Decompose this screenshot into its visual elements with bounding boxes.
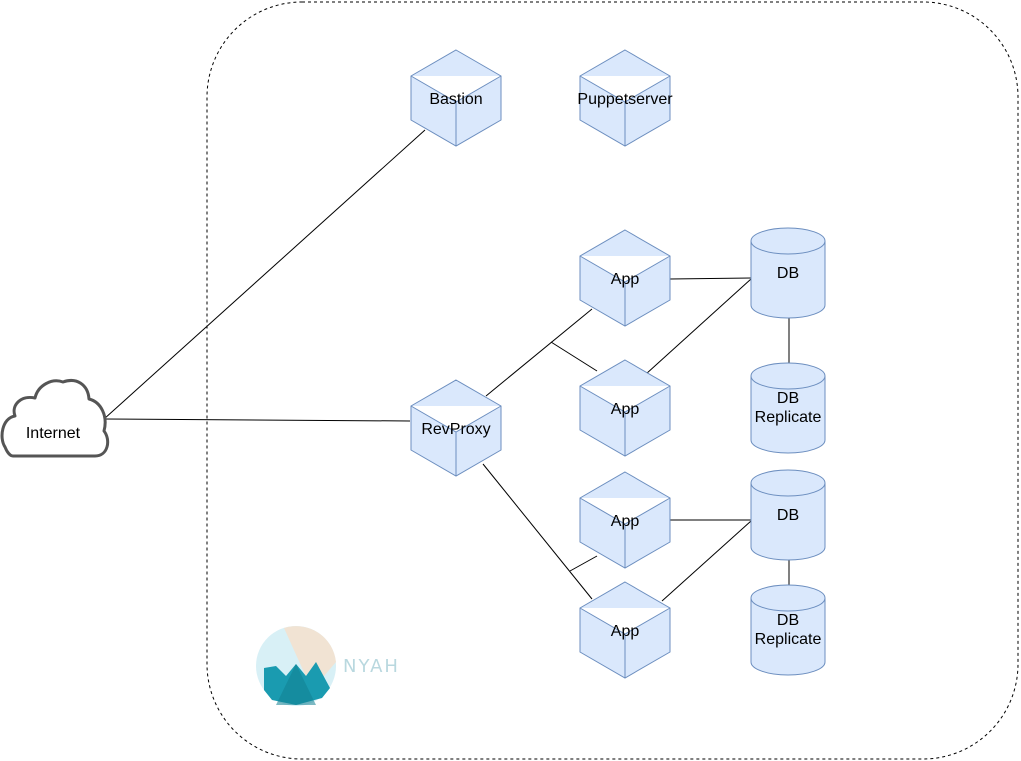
node-puppetserver[interactable]: Puppetserver (577, 49, 673, 147)
node-label: DB (777, 507, 799, 524)
node-app-1[interactable]: App (579, 229, 671, 327)
node-label-line-2: Replicate (755, 631, 822, 648)
node-app-4[interactable]: App (579, 581, 671, 679)
database-icon (750, 227, 826, 319)
node-bastion[interactable]: Bastion (410, 49, 502, 147)
node-label: DB (777, 265, 799, 282)
cube-icon (410, 49, 502, 147)
node-label: App (611, 623, 640, 640)
logo-text: NYAH (343, 656, 400, 677)
database-icon (750, 584, 826, 676)
node-app-3[interactable]: App (579, 471, 671, 569)
node-label: App (611, 513, 640, 530)
cube-icon (579, 581, 671, 679)
node-label: RevProxy (421, 421, 490, 438)
node-label: Internet (26, 425, 81, 442)
edge-app2-db1 (645, 278, 752, 375)
node-label: Puppetserver (577, 91, 673, 108)
cube-icon (579, 471, 671, 569)
node-db-2[interactable]: DB (750, 469, 826, 561)
node-db-2-replica[interactable]: DB Replicate (750, 584, 826, 676)
cube-icon (579, 49, 671, 147)
node-label-line-1: DB (777, 390, 799, 407)
edge-app1-db1 (669, 277, 752, 280)
node-revproxy[interactable]: RevProxy (410, 379, 502, 477)
edge-app4-db2 (661, 520, 752, 602)
node-label: App (611, 401, 640, 418)
node-label-line-2: Replicate (755, 409, 822, 426)
database-icon (750, 362, 826, 454)
node-app-2[interactable]: App (579, 359, 671, 457)
edge-internet-bastion (103, 129, 426, 420)
node-label: Bastion (429, 91, 482, 108)
node-db-1[interactable]: DB (750, 227, 826, 319)
edge-junction-app2 (550, 341, 598, 372)
edge-revproxy-app1 (485, 308, 593, 397)
connections (103, 129, 790, 602)
edge-junction-app3 (569, 555, 598, 572)
edge-revproxy-app4 (482, 463, 593, 600)
cloud-icon (0, 379, 110, 458)
node-internet[interactable]: Internet (0, 379, 110, 458)
cube-icon (410, 379, 502, 477)
nyah-logo: NYAH (256, 626, 400, 706)
network-boundary (206, 1, 1019, 760)
node-label: App (611, 271, 640, 288)
cube-icon (579, 229, 671, 327)
cube-icon (579, 359, 671, 457)
logo-circle-sand (284, 626, 336, 690)
node-label-line-1: DB (777, 612, 799, 629)
database-icon (750, 469, 826, 561)
node-db-1-replica[interactable]: DB Replicate (750, 362, 826, 454)
edge-internet-revproxy (103, 418, 411, 422)
